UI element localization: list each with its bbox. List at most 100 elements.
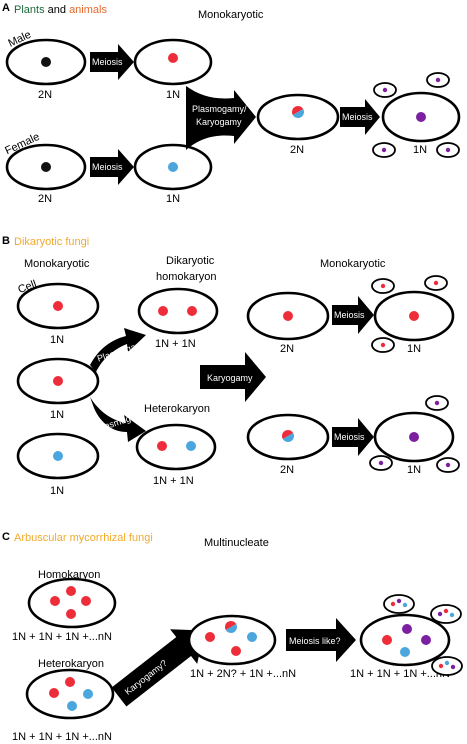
multinucleate-spore [383,594,415,614]
meiosis-like-label: Meiosis like? [289,636,341,646]
red-nucleus [205,632,215,642]
spore-nucleus [443,608,449,614]
spore-nucleus [445,147,451,153]
final-c-label: 1N + 1N + 1N +...nN [350,668,450,680]
meiosis-arrow-a1-label: Meiosis [92,57,123,67]
red-nucleus [53,376,63,386]
heterokaryon-cell [135,423,217,471]
product-bottom-ploidy: 1N [407,464,421,476]
plasmogamy-arrow-top [90,328,146,372]
panel-b-letter: B [2,235,10,247]
spore-nucleus [438,663,444,669]
diploid-top-ploidy: 2N [280,343,294,355]
fusion-arrow-label-1: Plasmogamy/ [192,104,247,114]
red-nucleus [49,688,59,698]
left2-ploidy: 1N [50,409,64,421]
meiosis-arrow-a3-label: Meiosis [342,112,373,122]
spore-nucleus [380,283,386,289]
haploid-top-ploidy: 1N [166,89,180,101]
panel-a-heading: Monokaryotic [198,9,264,21]
red-nucleus [65,677,75,687]
meiosis-arrow-a2-label: Meiosis [92,162,123,172]
product-top-ploidy: 1N [407,343,421,355]
panel-c: C Arbuscular mycorrhizal fungi Multinucl… [2,531,463,743]
purple-nucleus [409,432,419,442]
meiosis-arrow-b1 [332,296,374,334]
multinucleate-heterokaryon-cell [25,668,115,720]
panel-a: A Plants and animals Monokaryotic Male 2… [2,2,461,205]
fusion-arrow-label-2: Karyogamy [196,117,242,127]
multinucleate-spore [431,656,463,676]
purple-nucleus [402,624,412,634]
spore-nucleus [445,462,451,468]
half-blue-nucleus [282,433,294,442]
spore-nucleus [435,77,441,83]
heterokaryon-heading-c: Heterokaryon [38,658,104,670]
multinucleate-spore [430,604,462,624]
zygote-ploidy: 2N [290,144,304,156]
half-red-nucleus [225,621,237,630]
multinucleate-homokaryon-cell [27,577,117,629]
panel-c-heading: Multinucleate [204,537,269,549]
panel-b-title: Dikaryotic fungi [14,236,89,248]
karyogamy-arrow-label: Karyogamy [207,373,253,383]
multinucleate-middle-cell [187,614,277,666]
meiosis-arrow-a2 [90,149,134,185]
red-nucleus [168,53,178,63]
spore-nucleus [378,460,384,466]
spore-nucleus [437,611,443,617]
karyogamy-question-arrow-shape [111,629,205,707]
blue-nucleus [247,632,257,642]
spore-nucleus [433,280,439,286]
blue-nucleus [168,162,178,172]
spore-nucleus [381,147,387,153]
title-animals: animals [69,4,107,16]
hetero-ploidy: 1N + 1N [153,475,194,487]
meiosis-arrow-a1 [90,44,134,80]
panel-b-heading-dik-1: Dikaryotic [166,255,215,267]
hetero-c-label: 1N + 1N + 1N +...nN [12,731,112,743]
red-nucleus [66,586,76,596]
red-nucleus [157,441,167,451]
red-nucleus [187,306,197,316]
homokaryon-heading: Homokaryon [38,569,100,581]
title-and: and [48,4,66,16]
meiosis-like-arrow [286,618,356,662]
panel-c-title: Arbuscular mycorrhizal fungi [14,532,153,544]
half-blue-nucleus [292,109,304,118]
meiosis-arrow-b2 [332,418,374,456]
meiosis-arrow-b1-label: Meiosis [334,310,365,320]
blue-nucleus [400,647,410,657]
left3-ploidy: 1N [50,485,64,497]
red-nucleus [231,646,241,656]
plasmogamy-arrow-bottom [90,397,146,442]
half-red-nucleus [282,430,294,439]
spore-nucleus [382,87,388,93]
red-nucleus [158,306,168,316]
panel-c-letter: C [2,531,10,543]
purple-nucleus [421,635,431,645]
panel-b-heading-right: Monokaryotic [320,258,386,270]
meiosis-arrow-b2-label: Meiosis [334,432,365,442]
half-blue-nucleus [225,624,237,633]
panel-a-title: Plants and animals [14,4,107,16]
half-red-nucleus [292,106,304,115]
haploid-bottom-ploidy: 1N [166,193,180,205]
red-nucleus [50,596,60,606]
title-plants: Plants [14,4,45,16]
spore-nucleus [396,598,402,604]
homo-c-label: 1N + 1N + 1N +...nN [12,631,112,643]
spore-nucleus [402,602,408,608]
red-nucleus [382,635,392,645]
blue-nucleus [53,451,63,461]
spore-nucleus [380,342,386,348]
multinucleate-final-cell [359,613,451,667]
spore-nucleus [390,601,396,607]
spore-nucleus [450,664,456,670]
heterokaryon-heading: Heterokaryon [144,403,210,415]
homo-ploidy: 1N + 1N [155,338,196,350]
left1-ploidy: 1N [50,334,64,346]
red-nucleus [53,301,63,311]
red-nucleus [81,596,91,606]
